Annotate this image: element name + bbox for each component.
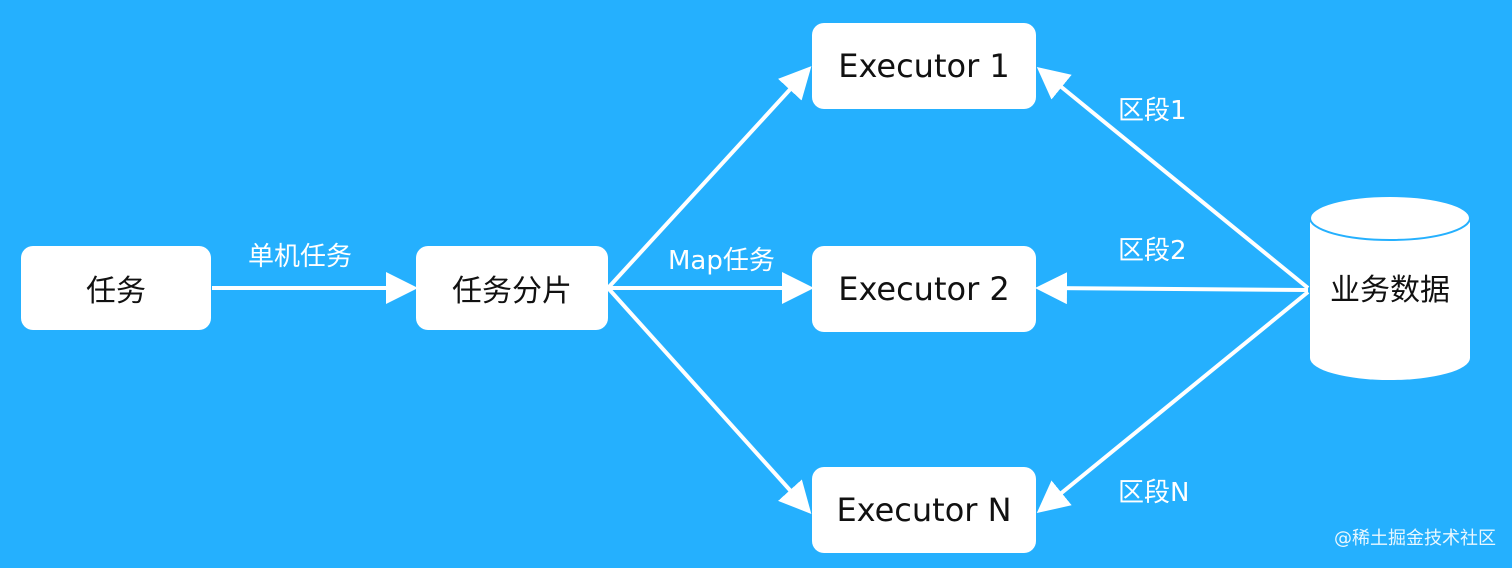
arrow-shard-to-executor1 [606, 66, 812, 290]
business-data-label: 业务数据 [1330, 273, 1450, 308]
executor-2-node: Executor 2 [812, 246, 1036, 332]
executor-2-label: Executor 2 [838, 270, 1010, 308]
edge-label-segment-1: 区段1 [1118, 96, 1187, 126]
edge-label-segment-n: 区段N [1118, 478, 1190, 508]
edge-label-segment-2: 区段2 [1118, 236, 1187, 266]
database-cylinder [1309, 195, 1471, 380]
executor-1-label: Executor 1 [838, 47, 1010, 85]
edge-label-map-task: Map任务 [668, 246, 775, 276]
watermark-text: @稀土掘金技术社区 [1334, 528, 1496, 549]
arrow-data-to-executorN [1036, 290, 1310, 514]
executor-n-node: Executor N [812, 467, 1036, 553]
task-shard-node: 任务分片 [416, 246, 608, 330]
task-shard-node-label: 任务分片 [452, 274, 572, 309]
arrow-shard-to-executorN [606, 286, 812, 514]
arrow-data-to-executor2 [1035, 272, 1309, 305]
arrow-data-to-executor1 [1036, 66, 1310, 290]
task-node: 任务 [21, 246, 211, 330]
executor-n-label: Executor N [836, 491, 1012, 529]
task-node-label: 任务 [86, 274, 146, 309]
executor-1-node: Executor 1 [812, 23, 1036, 109]
edge-label-single-task: 单机任务 [248, 242, 353, 272]
